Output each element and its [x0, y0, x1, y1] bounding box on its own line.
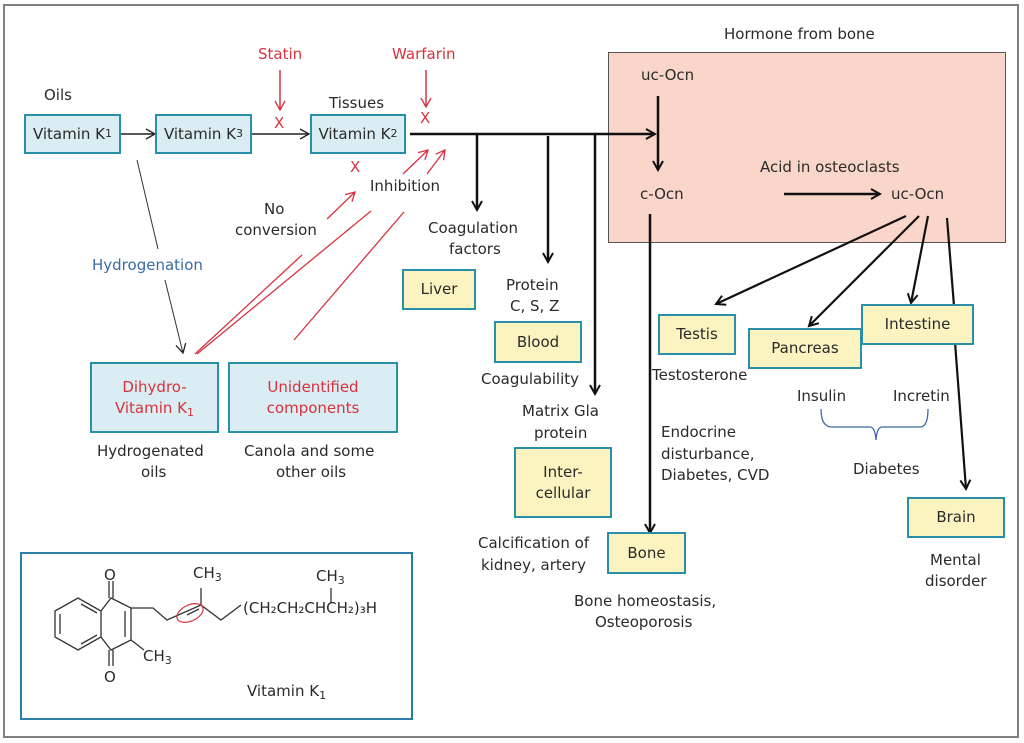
endocrine-line1: Endocrine	[661, 423, 736, 441]
structure-title-sub: 1	[319, 689, 327, 702]
inhibition-line-b	[293, 211, 405, 341]
diagram-frame	[3, 4, 1019, 738]
ring-methyl-text: CH	[143, 647, 165, 665]
protein-line1: Protein	[506, 276, 559, 294]
no-conversion-arrow-lower	[194, 254, 303, 355]
tissues-label: Tissues	[329, 94, 385, 112]
testosterone-label: Testosterone	[652, 366, 748, 384]
coagulability-label: Coagulability	[481, 370, 580, 388]
mental-line1: Mental	[930, 551, 981, 569]
vitamin-k3-label: Vitamin K	[163, 124, 237, 143]
testis-box: Testis	[658, 314, 736, 355]
hydrogenated-oils-line1: Hydrogenated	[97, 442, 204, 460]
diabetes-bracket	[820, 408, 929, 441]
protein-line2: C, S, Z	[510, 297, 560, 315]
chain-methyl-label: CH3	[193, 563, 222, 583]
coagulation-factors-line1: Coagulation	[428, 219, 518, 237]
carbonyl-o-bottom: O	[104, 668, 116, 686]
statin-block-mark: X	[274, 114, 285, 132]
canola-line1: Canola and some	[244, 442, 375, 460]
intercellular-box: Inter- cellular	[514, 447, 612, 518]
vitamin-k1-structure-panel	[20, 552, 413, 720]
liver-box: Liver	[402, 269, 476, 310]
incretin-label: Incretin	[893, 387, 950, 405]
mental-line2: disorder	[925, 572, 987, 590]
inhibition-arrow-a	[402, 149, 429, 175]
insulin-label: Insulin	[797, 387, 847, 405]
dihydro-label-line1: Dihydro-	[122, 377, 187, 396]
inhibition-line-a	[196, 210, 372, 355]
arrow-to-intestine	[911, 215, 930, 303]
carbonyl-o-top: O	[104, 566, 116, 584]
inhibition-label: Inhibition	[370, 177, 441, 195]
ring-methyl-sub: 3	[164, 654, 172, 667]
blood-box: Blood	[494, 321, 582, 363]
calcification-line1: Calcification of	[478, 534, 590, 552]
unidentified-label-line2: components	[266, 398, 360, 417]
hydrogenated-oils-line2: oils	[141, 463, 167, 481]
hydrogenation-label: Hydrogenation	[92, 256, 203, 274]
vitamin-k1-label: Vitamin K	[32, 124, 106, 143]
diabetes-label: Diabetes	[853, 460, 920, 478]
chain-formula-label: (CH₂CH₂CHCH₂)₃H	[243, 599, 378, 617]
line-intestine-top	[945, 217, 956, 307]
branch-methyl-text: CH	[316, 567, 338, 585]
vitamin-k2-label: Vitamin K	[318, 124, 391, 143]
matrix-gla-line2: protein	[534, 424, 588, 442]
branch-methyl-sub: 3	[337, 574, 345, 587]
intercellular-line2: cellular	[535, 483, 591, 502]
branch-methyl-label: CH3	[316, 566, 345, 586]
matrix-gla-line1: Matrix Gla	[522, 402, 599, 420]
chain-methyl-text: CH	[193, 564, 215, 582]
no-conversion-label-line2: conversion	[235, 221, 317, 239]
warfarin-block-mark: X	[420, 109, 431, 127]
endocrine-line3: Diabetes, CVD	[661, 466, 770, 484]
endocrine-line2: disturbance,	[661, 445, 755, 463]
unidentified-label-line1: Unidentified	[267, 377, 359, 396]
hormone-from-bone-panel	[608, 52, 1006, 243]
vitamin-k1-molecule	[54, 581, 332, 666]
intestine-box: Intestine	[861, 304, 974, 345]
hormone-from-bone-title: Hormone from bone	[724, 25, 875, 43]
chain-methyl-sub: 3	[214, 571, 222, 584]
arrow-to-pancreas	[809, 215, 920, 326]
hydrogenation-line-top	[136, 159, 159, 250]
brain-box: Brain	[907, 497, 1005, 538]
statin-label: Statin	[258, 45, 303, 63]
bone-box: Bone	[607, 532, 686, 574]
calcification-line2: kidney, artery	[481, 556, 587, 574]
arrow-to-testis	[716, 215, 907, 304]
no-conversion-label-line1: No	[264, 200, 285, 218]
double-bond-highlight	[176, 603, 204, 623]
acid-in-osteoclasts-label: Acid in osteoclasts	[760, 158, 900, 176]
no-conversion-arrow	[326, 191, 356, 220]
structure-title: Vitamin K1	[247, 681, 326, 701]
dihydro-vitamin-k1-box: Dihydro- Vitamin K1	[90, 362, 219, 433]
structure-title-text: Vitamin K	[247, 682, 320, 700]
bone-note-line2: Osteoporosis	[595, 613, 693, 631]
intercellular-line1: Inter-	[543, 462, 583, 481]
dihydro-subscript: 1	[187, 405, 195, 419]
uc-ocn-right-label: uc-Ocn	[891, 185, 945, 203]
arrow-to-brain	[953, 341, 966, 489]
c-ocn-label: c-Ocn	[640, 185, 684, 203]
dihydro-label-line2: Vitamin K	[114, 398, 188, 417]
inhibition-arrow-b	[426, 148, 446, 175]
pancreas-box: Pancreas	[748, 328, 862, 369]
warfarin-label: Warfarin	[392, 45, 456, 63]
hydrogenation-arrow	[164, 279, 187, 355]
uc-ocn-top-label: uc-Ocn	[641, 66, 695, 84]
bone-note-line1: Bone homeostasis,	[574, 592, 717, 610]
ring-methyl-label: CH3	[143, 646, 172, 666]
unidentified-components-box: Unidentified components	[228, 362, 398, 433]
coagulation-factors-line2: factors	[449, 240, 501, 258]
canola-line2: other oils	[276, 463, 347, 481]
conversion-block-mark: X	[350, 158, 361, 176]
oils-label: Oils	[44, 86, 72, 104]
